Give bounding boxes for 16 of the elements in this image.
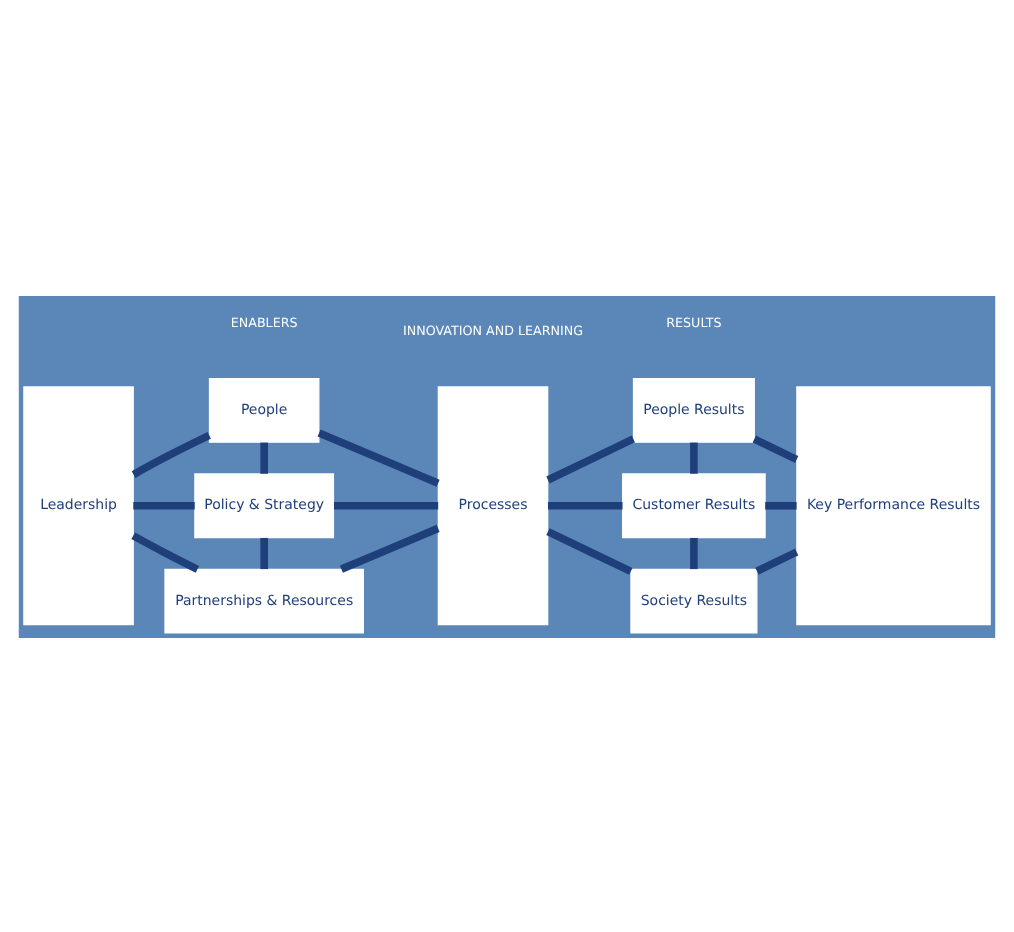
connector bbox=[131, 531, 200, 572]
connector bbox=[690, 441, 698, 473]
connector bbox=[260, 536, 268, 569]
connector bbox=[317, 428, 440, 486]
connector bbox=[339, 523, 440, 572]
connector bbox=[131, 430, 211, 477]
connector bbox=[546, 434, 635, 483]
connector bbox=[547, 500, 623, 509]
connector bbox=[690, 536, 698, 569]
connector bbox=[546, 527, 633, 574]
connector bbox=[765, 500, 797, 509]
connector bbox=[752, 434, 799, 462]
connector bbox=[755, 547, 799, 574]
connector bbox=[333, 500, 439, 509]
connector bbox=[260, 441, 268, 473]
connector bbox=[133, 500, 195, 509]
